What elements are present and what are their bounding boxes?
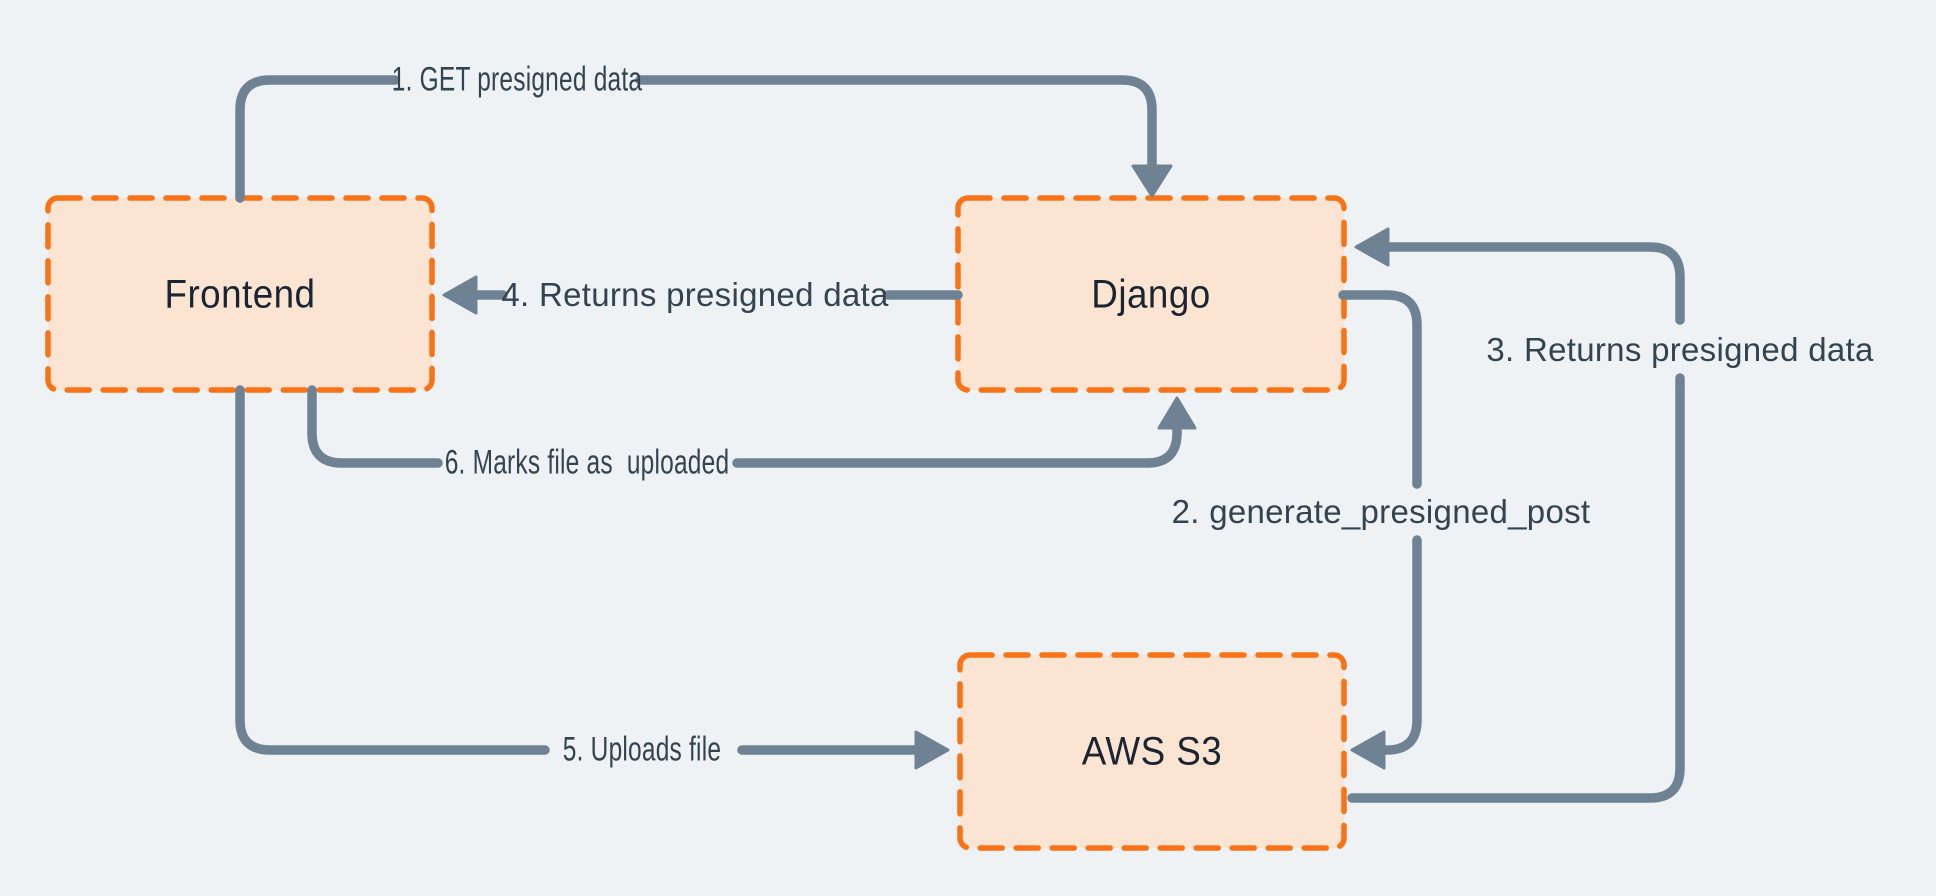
edge-1-segment-a (235, 75, 400, 203)
edge-3-label: 3. Returns presigned data (1486, 331, 1874, 368)
edge-6-marks-file-uploaded (307, 385, 1197, 468)
edge-5-segment-a (235, 385, 550, 755)
edge-3-segment-b (1385, 242, 1685, 325)
edge-4-arrowhead-icon (442, 275, 478, 315)
edge-1-arrowhead-icon (1131, 164, 1173, 198)
edge-1-label: 1. GET presigned data (391, 60, 643, 99)
edge-3-returns-presigned-data (1347, 227, 1685, 803)
edge-3-arrowhead-icon (1354, 227, 1390, 267)
edge-1-segment-b (635, 75, 1157, 173)
edge-2-arrowhead-icon (1350, 730, 1386, 770)
edge-6-arrowhead-icon (1157, 396, 1197, 430)
edge-2-label: 2. generate_presigned_post (1171, 493, 1591, 530)
node-aws-s3-label: AWS S3 (1081, 729, 1223, 774)
edge-6-label: 6. Marks file as uploaded (444, 443, 730, 482)
edge-2-segment-b (1379, 535, 1422, 755)
edge-4-returns-presigned-data (442, 275, 963, 315)
edge-5-arrowhead-icon (914, 730, 950, 770)
edge-1-get-presigned-data (235, 75, 1173, 203)
node-aws-s3-box (957, 652, 1347, 851)
edge-5-label: 5. Uploads file (562, 730, 722, 769)
edge-2-segment-a (1338, 290, 1422, 489)
edge-5-uploads-file (235, 385, 950, 770)
edge-6-segment-a (307, 385, 443, 468)
edge-6-segment-b (732, 422, 1182, 468)
edge-4-label: 4. Returns presigned data (501, 276, 889, 313)
edge-3-segment-a (1347, 373, 1685, 803)
node-django-label: Django (1091, 272, 1211, 317)
edge-2-generate-presigned-post (1338, 290, 1422, 770)
node-frontend-label: Frontend (164, 272, 316, 317)
node-boxes (45, 195, 1347, 851)
